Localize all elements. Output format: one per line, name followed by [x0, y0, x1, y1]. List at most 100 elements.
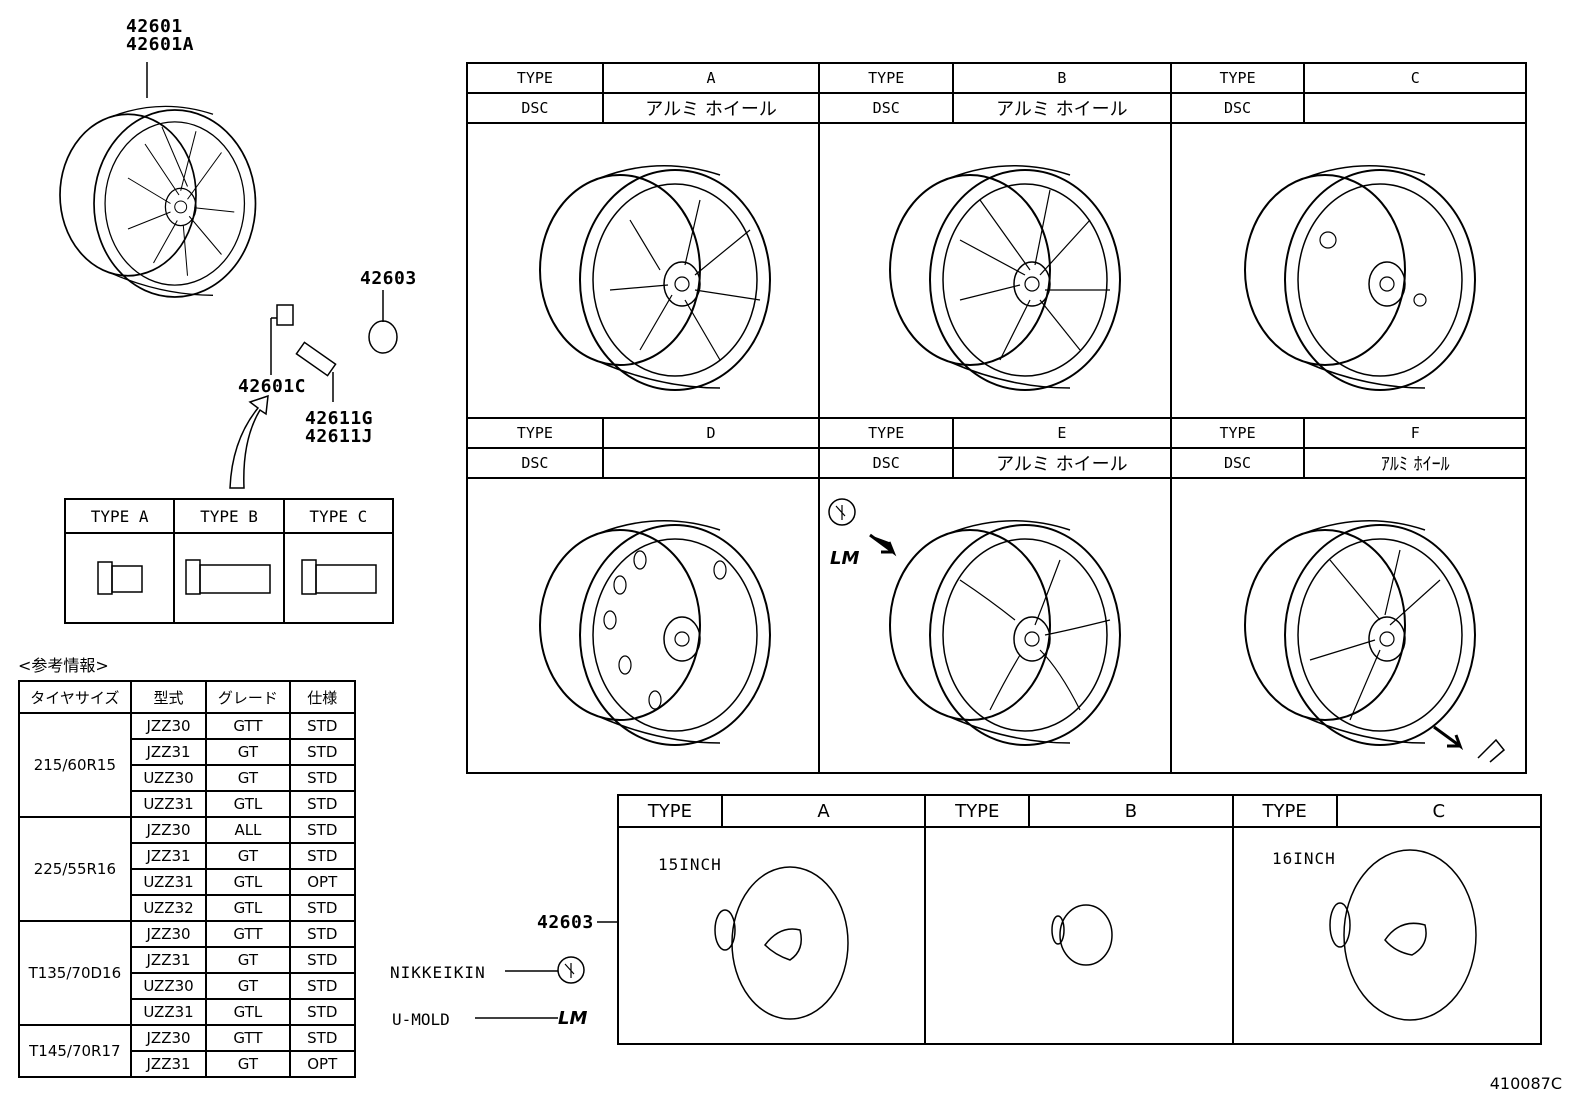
nut-type-a-header: TYPE A — [63, 498, 176, 534]
cap-image-cell-c — [1231, 826, 1543, 1045]
model-cell: JZZ30 — [129, 712, 208, 740]
part-number-42611g: 42611G — [305, 408, 374, 429]
wheel-dsc-a: アルミ ホイール — [601, 92, 821, 124]
wheel-type-f: F — [1303, 417, 1527, 449]
wheel-dsc-e: アルミ ホイール — [952, 447, 1172, 479]
umold-symbol-icon: LM — [558, 1008, 587, 1029]
wheel-type-e: E — [952, 417, 1172, 449]
model-cell: JZZ31 — [129, 738, 208, 766]
type-label: TYPE — [1169, 62, 1306, 94]
spec-cell: STD — [288, 842, 357, 870]
nut-42601c-drawing — [270, 304, 294, 375]
part-number-42601a: 42601A — [126, 34, 195, 55]
spec-cell: STD — [288, 738, 357, 766]
wheel-type-table: TYPE A TYPE B TYPE C DSC アルミ ホイール DSC アル… — [465, 62, 1528, 774]
type-label: TYPE — [924, 794, 1031, 828]
wheel-type-c: C — [1303, 62, 1527, 94]
grade-cell: GTL — [205, 868, 291, 896]
nut-type-b-image — [173, 532, 285, 624]
wheel-image-cell-e — [818, 477, 1172, 774]
model-cell: JZZ30 — [129, 1024, 208, 1052]
cap-a-size-note: 15INCH — [658, 855, 722, 874]
grade-cell: GTT — [205, 1024, 291, 1052]
grade-cell: GT — [205, 1050, 291, 1078]
cap-image-cell-a — [616, 826, 927, 1045]
spec-cell: STD — [288, 998, 357, 1026]
model-cell: UZZ32 — [129, 894, 208, 922]
type-label: TYPE — [1231, 794, 1338, 828]
wheel-image-cell-a — [465, 122, 821, 419]
grade-cell: GTL — [205, 790, 291, 818]
grade-cell: GT — [205, 764, 291, 792]
part-number-42603: 42603 — [360, 268, 417, 289]
spec-cell: STD — [288, 920, 357, 948]
dsc-label: DSC — [818, 447, 955, 479]
drawing-code: 410087C — [1489, 1074, 1562, 1093]
arrow-icon — [229, 394, 269, 489]
type-label: TYPE — [466, 62, 604, 94]
column-header: 型式 — [129, 680, 208, 714]
part-number-42601c: 42601C — [238, 376, 307, 397]
reference-table: タイヤサイズ 型式 グレード 仕様 215/60R15 JZZ30 GTT ST… — [18, 680, 357, 1078]
cap-type-c: C — [1335, 794, 1542, 828]
wheel-type-b: B — [952, 62, 1172, 94]
grade-cell: GTT — [205, 712, 291, 740]
spec-cell: STD — [288, 1024, 357, 1052]
grade-cell: GT — [205, 946, 291, 974]
cap-c-size-note: 16INCH — [1272, 849, 1336, 868]
spec-cell: STD — [288, 790, 357, 818]
nut-type-table: TYPE A TYPE B TYPE C — [63, 498, 395, 624]
model-cell: UZZ30 — [129, 764, 208, 792]
wheel-image-cell-b — [818, 122, 1172, 419]
dsc-label: DSC — [1169, 447, 1306, 479]
nikkeikin-symbol-icon — [557, 956, 585, 984]
part-number-42603-caps: 42603 — [537, 912, 594, 933]
wheel-image-cell-f — [1169, 477, 1528, 774]
nut-type-c-header: TYPE C — [282, 498, 395, 534]
spec-cell: STD — [288, 712, 357, 740]
type-label: TYPE — [1169, 417, 1306, 449]
type-label: TYPE — [617, 794, 723, 828]
legend-umold: U-MOLD — [392, 1010, 450, 1029]
grade-cell: GTL — [205, 894, 291, 922]
spec-cell: STD — [288, 972, 357, 1000]
dsc-label: DSC — [818, 92, 955, 124]
nut-type-c-image — [282, 532, 395, 624]
cap-type-b: B — [1028, 794, 1234, 828]
cap-type-a: A — [720, 794, 927, 828]
tire-size: T135/70D16 — [18, 920, 132, 1026]
column-header: タイヤサイズ — [18, 680, 132, 714]
grade-cell: GTT — [205, 920, 291, 948]
valve-42611-drawing — [295, 341, 337, 402]
model-cell: JZZ31 — [129, 946, 208, 974]
wheel-type-a: A — [601, 62, 821, 94]
spec-cell: OPT — [288, 1050, 357, 1078]
grade-cell: ALL — [205, 816, 291, 844]
model-cell: UZZ31 — [129, 790, 208, 818]
wheel-type-d: D — [601, 417, 821, 449]
tire-size: 215/60R15 — [18, 712, 132, 818]
dsc-label: DSC — [466, 92, 604, 124]
tire-size: T145/70R17 — [18, 1024, 132, 1078]
nut-type-b-header: TYPE B — [173, 498, 285, 534]
grade-cell: GTL — [205, 998, 291, 1026]
model-cell: UZZ31 — [129, 998, 208, 1026]
cap-type-table: TYPE A TYPE B TYPE C — [616, 794, 1543, 1045]
cap-42603-drawing — [368, 290, 398, 354]
spec-cell: STD — [288, 764, 357, 792]
wheel-dsc-d — [601, 447, 821, 479]
model-cell: UZZ31 — [129, 868, 208, 896]
dsc-label: DSC — [1169, 92, 1306, 124]
part-number-42611j: 42611J — [305, 426, 374, 447]
type-label: TYPE — [466, 417, 604, 449]
wheel-42601-drawing — [59, 105, 257, 298]
spec-cell: STD — [288, 946, 357, 974]
model-cell: JZZ31 — [129, 842, 208, 870]
legend-nikkeikin: NIKKEIKIN — [390, 963, 486, 982]
wheel-image-cell-c — [1169, 122, 1528, 419]
model-cell: UZZ30 — [129, 972, 208, 1000]
wheel-image-cell-d — [465, 477, 821, 774]
dsc-label: DSC — [466, 447, 604, 479]
wheel-dsc-f: ｱﾙﾐ ﾎｲｰﾙ — [1303, 447, 1527, 479]
model-cell: JZZ30 — [129, 920, 208, 948]
